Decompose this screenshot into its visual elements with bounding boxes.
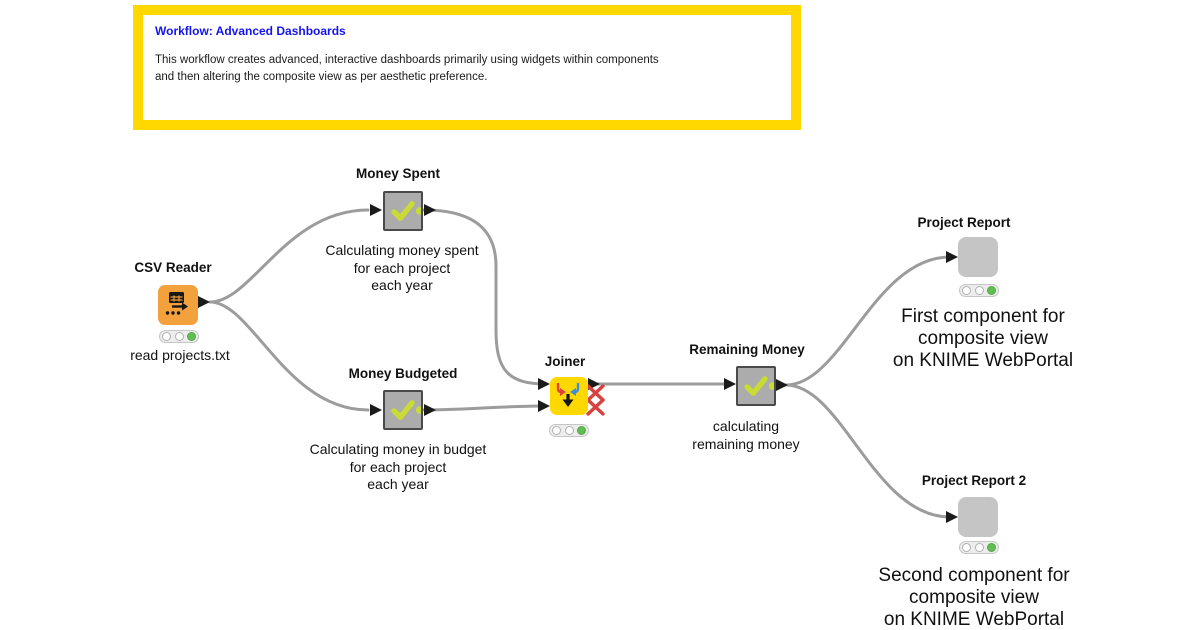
status-traffic-light-report2 bbox=[959, 541, 999, 554]
wire-csv-to-money-spent[interactable] bbox=[208, 208, 370, 304]
node-caption-money-budgeted: Calculating money in budget for each pro… bbox=[309, 441, 487, 492]
node-title-project-report-2: Project Report 2 bbox=[921, 473, 1027, 488]
status-dot-red bbox=[962, 543, 971, 552]
wire-money-budgeted-to-joiner[interactable] bbox=[422, 404, 548, 412]
status-dot-red bbox=[552, 426, 561, 435]
check-mark-icon bbox=[391, 400, 421, 420]
status-traffic-light-report1 bbox=[959, 284, 999, 297]
node-caption-money-spent: Calculating money spent for each project… bbox=[325, 242, 479, 293]
node-caption-project-report: First component for composite view on KN… bbox=[892, 306, 1074, 371]
workflow-annotation[interactable]: Workflow: Advanced Dashboards This workf… bbox=[133, 5, 801, 130]
status-traffic-light-csv bbox=[159, 330, 199, 343]
annotation-content: Workflow: Advanced Dashboards This workf… bbox=[143, 15, 791, 120]
check-mark-icon bbox=[744, 376, 774, 396]
node-title-remaining-money: Remaining Money bbox=[689, 342, 805, 357]
input-port-joiner-bottom[interactable] bbox=[538, 400, 550, 412]
annotation-title: Workflow: Advanced Dashboards bbox=[155, 24, 346, 38]
wire-csv-to-money-budgeted[interactable] bbox=[208, 300, 370, 412]
node-caption-csv-reader: read projects.txt bbox=[130, 347, 230, 363]
wire-remaining-to-report1[interactable] bbox=[784, 255, 952, 387]
node-title-money-budgeted: Money Budgeted bbox=[348, 366, 458, 381]
table-with-arrow-icon bbox=[165, 292, 188, 315]
input-port-remaining[interactable] bbox=[724, 378, 736, 390]
node-money-spent[interactable] bbox=[383, 191, 423, 231]
input-port-money-budgeted[interactable] bbox=[370, 404, 382, 416]
status-dot-green bbox=[987, 286, 996, 295]
input-port-joiner-top[interactable] bbox=[538, 378, 550, 390]
node-project-report[interactable] bbox=[958, 237, 998, 277]
node-joiner[interactable] bbox=[550, 377, 588, 415]
node-caption-remaining-money: calculating remaining money bbox=[692, 418, 800, 452]
node-title-joiner: Joiner bbox=[544, 354, 586, 369]
node-project-report-2[interactable] bbox=[958, 497, 998, 537]
annotation-body: This workflow creates advanced, interact… bbox=[155, 54, 659, 83]
node-title-money-spent: Money Spent bbox=[355, 166, 440, 181]
status-dot-red bbox=[162, 332, 171, 341]
red-x-icon bbox=[586, 384, 605, 416]
node-csv-reader[interactable] bbox=[158, 285, 198, 325]
input-port-money-spent[interactable] bbox=[370, 204, 382, 216]
node-remaining-money[interactable] bbox=[736, 366, 776, 406]
node-title-csv-reader: CSV Reader bbox=[134, 260, 212, 275]
status-dot-green bbox=[187, 332, 196, 341]
node-money-budgeted[interactable] bbox=[383, 390, 423, 430]
status-dot-green bbox=[987, 543, 996, 552]
output-port-money-spent[interactable] bbox=[424, 204, 436, 216]
input-port-report1[interactable] bbox=[946, 251, 958, 263]
wire-money-spent-to-joiner[interactable] bbox=[422, 208, 548, 386]
node-title-project-report: Project Report bbox=[917, 215, 1011, 230]
output-port-remaining[interactable] bbox=[776, 379, 788, 391]
output-port-money-budgeted[interactable] bbox=[424, 404, 436, 416]
output-port-csv[interactable] bbox=[198, 296, 210, 308]
input-port-report2[interactable] bbox=[946, 511, 958, 523]
node-caption-project-report-2: Second component for composite view on K… bbox=[878, 565, 1070, 630]
wire-remaining-to-report2[interactable] bbox=[784, 383, 952, 519]
status-dot-yellow bbox=[974, 543, 984, 552]
status-traffic-light-joiner bbox=[549, 424, 589, 437]
status-dot-yellow bbox=[974, 286, 984, 295]
check-mark-icon bbox=[391, 201, 421, 221]
status-dot-yellow bbox=[174, 332, 184, 341]
status-dot-yellow bbox=[564, 426, 574, 435]
status-dot-red bbox=[962, 286, 971, 295]
merge-arrows-icon bbox=[556, 383, 580, 407]
status-dot-green bbox=[577, 426, 586, 435]
